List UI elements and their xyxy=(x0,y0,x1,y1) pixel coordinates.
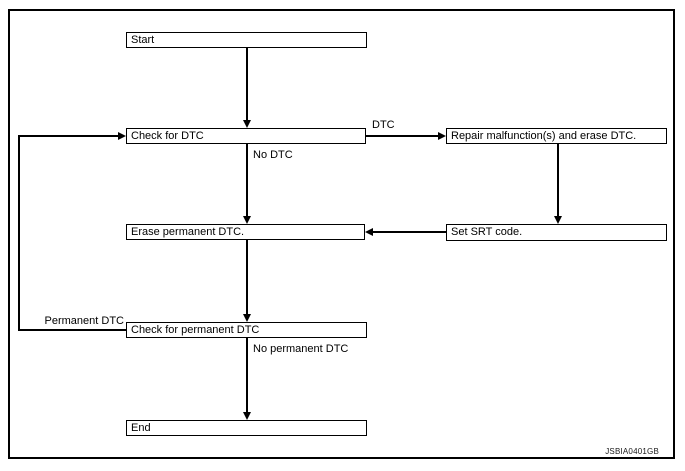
arrowhead-down-icon xyxy=(243,216,251,224)
edge-label-permanent-dtc: Permanent DTC xyxy=(44,315,124,327)
node-start: Start xyxy=(126,32,367,48)
connector-check-dtc-to-erase xyxy=(246,144,248,216)
connector-set-srt-to-erase xyxy=(373,231,446,233)
arrowhead-down-icon xyxy=(243,412,251,420)
arrowhead-down-icon xyxy=(243,314,251,322)
arrowhead-down-icon xyxy=(243,120,251,128)
connector-loop-vertical xyxy=(18,135,20,330)
node-erase-permanent-dtc: Erase permanent DTC. xyxy=(126,224,365,240)
arrowhead-down-icon xyxy=(554,216,562,224)
connector-check-perm-to-end xyxy=(246,338,248,412)
figure-code: JSBIA0401GB xyxy=(605,447,659,456)
connector-check-dtc-to-repair xyxy=(366,135,438,137)
node-end: End xyxy=(126,420,367,436)
node-set-srt-code: Set SRT code. xyxy=(446,224,667,241)
diagram-frame xyxy=(8,9,675,459)
connector-loop-top xyxy=(18,135,118,137)
arrowhead-right-icon xyxy=(118,132,126,140)
connector-erase-to-check-perm xyxy=(246,240,248,314)
edge-label-no-permanent-dtc: No permanent DTC xyxy=(253,343,349,355)
edge-label-no-dtc: No DTC xyxy=(253,149,293,161)
edge-label-dtc: DTC xyxy=(372,119,395,131)
node-check-for-permanent-dtc: Check for permanent DTC xyxy=(126,322,367,338)
node-check-for-dtc: Check for DTC xyxy=(126,128,366,144)
connector-repair-to-set-srt xyxy=(557,144,559,216)
arrowhead-left-icon xyxy=(365,228,373,236)
connector-start-to-check-dtc xyxy=(246,47,248,120)
arrowhead-right-icon xyxy=(438,132,446,140)
node-repair-malfunctions: Repair malfunction(s) and erase DTC. xyxy=(446,128,667,144)
connector-loop-bottom xyxy=(18,329,126,331)
